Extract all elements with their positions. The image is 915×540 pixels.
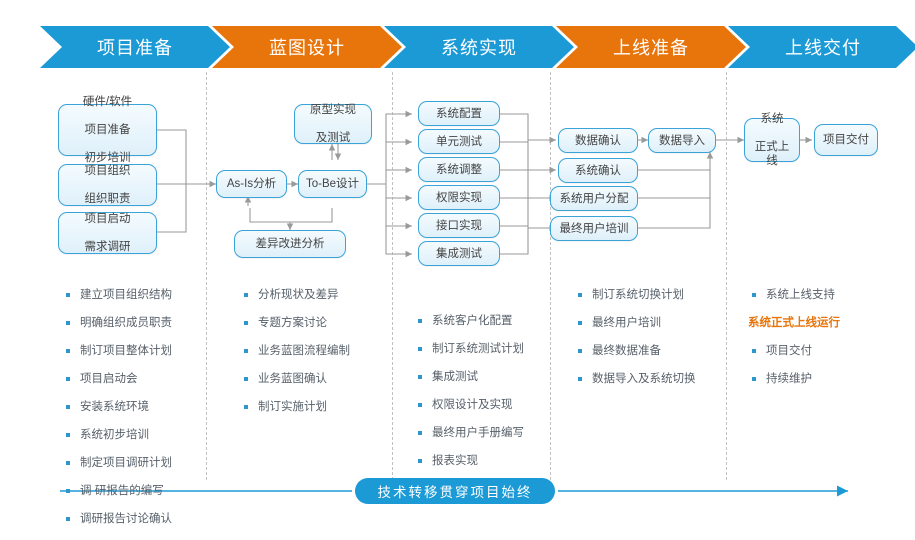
node-line: 原型实现 [310, 104, 356, 116]
phase-label-1: 项目准备 [97, 38, 173, 58]
column-divider-4 [726, 72, 727, 480]
list-item: 系统上线支持 [748, 288, 840, 302]
node-line: 最终用户培训 [559, 222, 629, 235]
node-line: 接口实现 [436, 219, 482, 232]
node-line: 权限实现 [436, 191, 482, 204]
list-item: 系统初步培训 [62, 428, 172, 442]
list-item: 业务蓝图流程编制 [240, 344, 350, 358]
list-item: 权限设计及实现 [414, 398, 524, 412]
bullet-list-golive-prep: 制订系统切换计划 最终用户培训 最终数据准备 数据导入及系统切换 [574, 288, 696, 400]
node-project-delivery[interactable]: 项目交付 [814, 124, 878, 156]
node-line: 正式上线 [754, 141, 790, 167]
node-line: To-Be设计 [305, 178, 360, 190]
node-line: 初步培训 [84, 152, 131, 164]
list-item: 项目启动会 [62, 372, 172, 386]
node-line: 系统确认 [575, 164, 621, 177]
node-line: 系统 [760, 113, 784, 125]
list-item: 最终用户手册编写 [414, 426, 524, 440]
phase-chevron-4[interactable]: 上线准备 [556, 26, 746, 68]
list-item: 调研报告讨论确认 [62, 512, 172, 526]
node-line: 数据确认 [575, 134, 621, 147]
list-item: 建立项目组织结构 [62, 288, 172, 302]
phase-label-2: 蓝图设计 [269, 38, 345, 58]
node-line: 系统用户分配 [559, 192, 629, 205]
bullet-list-delivery: 系统上线支持 系统正式上线运行 项目交付 持续维护 [748, 288, 840, 400]
list-item: 制订系统测试计划 [414, 342, 524, 356]
node-line: 集成测试 [436, 247, 482, 260]
node-line: 项目准备 [84, 124, 131, 136]
list-item: 报表实现 [414, 454, 524, 468]
node-system-user-assignment[interactable]: 系统用户分配 [550, 186, 638, 211]
node-to-be-design[interactable]: To-Be设计 [298, 170, 367, 198]
banner-label: 技术转移贯穿项目始终 [377, 485, 533, 500]
node-line: 硬件/软件 [82, 96, 133, 108]
list-item: 持续维护 [748, 372, 840, 386]
list-item: 制定项目调研计划 [62, 456, 172, 470]
list-item: 集成测试 [414, 370, 524, 384]
list-item: 数据导入及系统切换 [574, 372, 696, 386]
node-line: 项目启动 [84, 213, 131, 225]
node-line: 及测试 [315, 132, 351, 144]
node-line: 组织职责 [84, 193, 131, 205]
technology-transfer-banner: 技术转移贯穿项目始终 [355, 478, 555, 504]
node-line: 差异改进分析 [255, 238, 325, 250]
node-system-config[interactable]: 系统配置 [418, 101, 500, 126]
node-line: 数据导入 [659, 134, 705, 147]
node-interface-implementation[interactable]: 接口实现 [418, 213, 500, 238]
node-as-is-analysis[interactable]: As-Is分析 [216, 170, 287, 198]
column-divider-2 [392, 72, 393, 480]
bullet-list-realize: 系统客户化配置 制订系统测试计划 集成测试 权限设计及实现 最终用户手册编写 报… [414, 314, 524, 482]
node-line: As-Is分析 [226, 178, 277, 190]
node-system-confirmation[interactable]: 系统确认 [558, 158, 638, 183]
list-item-highlight: 系统正式上线运行 [748, 317, 840, 329]
node-line: 系统配置 [436, 107, 482, 120]
node-project-kickoff[interactable]: 项目启动 需求调研 [58, 212, 157, 254]
list-item: 制订项目整体计划 [62, 344, 172, 358]
node-end-user-training[interactable]: 最终用户培训 [550, 216, 638, 241]
node-line: 项目交付 [823, 134, 869, 146]
node-line: 系统调整 [436, 163, 482, 176]
list-item: 项目交付 [748, 344, 840, 358]
phase-label-4: 上线准备 [613, 38, 689, 58]
list-item: 最终用户培训 [574, 316, 696, 330]
node-line: 项目组织 [84, 165, 131, 177]
list-item: 明确组织成员职责 [62, 316, 172, 330]
list-item: 安装系统环境 [62, 400, 172, 414]
list-item: 制订实施计划 [240, 400, 350, 414]
phase-label-3: 系统实现 [441, 38, 517, 58]
phase-label-5: 上线交付 [785, 38, 861, 58]
node-integration-test[interactable]: 集成测试 [418, 241, 500, 266]
node-line: 需求调研 [84, 241, 131, 253]
list-item: 最终数据准备 [574, 344, 696, 358]
node-permission-implementation[interactable]: 权限实现 [418, 185, 500, 210]
phase-chevron-1[interactable]: 项目准备 [40, 26, 230, 68]
phase-chevron-5[interactable]: 上线交付 [728, 26, 915, 68]
column-divider-1 [206, 72, 207, 480]
bullet-list-prepare: 建立项目组织结构 明确组织成员职责 制订项目整体计划 项目启动会 安装系统环境 … [62, 288, 172, 540]
list-item: 制订系统切换计划 [574, 288, 696, 302]
node-system-adjustment[interactable]: 系统调整 [418, 157, 500, 182]
node-prototype-test[interactable]: 原型实现 及测试 [294, 104, 372, 144]
list-item: 调 研报告的编写 [62, 484, 172, 498]
phase-chevron-2[interactable]: 蓝图设计 [212, 26, 402, 68]
bullet-list-blueprint: 分析现状及差异 专题方案讨论 业务蓝图流程编制 业务蓝图确认 制订实施计划 [240, 288, 350, 428]
node-line: 单元测试 [436, 135, 482, 148]
list-item: 业务蓝图确认 [240, 372, 350, 386]
column-divider-3 [550, 72, 551, 480]
node-data-import[interactable]: 数据导入 [648, 128, 716, 153]
phase-chevron-3[interactable]: 系统实现 [384, 26, 574, 68]
node-unit-test[interactable]: 单元测试 [418, 129, 500, 154]
node-hardware-software-prep[interactable]: 硬件/软件 项目准备 初步培训 [58, 96, 157, 164]
list-item: 专题方案讨论 [240, 316, 350, 330]
node-project-organization[interactable]: 项目组织 组织职责 [58, 164, 157, 206]
node-system-go-live[interactable]: 系统 正式上线 [744, 113, 800, 167]
list-item: 分析现状及差异 [240, 288, 350, 302]
node-data-confirmation[interactable]: 数据确认 [558, 128, 638, 153]
node-gap-improvement-analysis[interactable]: 差异改进分析 [234, 230, 346, 258]
list-item: 系统客户化配置 [414, 314, 524, 328]
